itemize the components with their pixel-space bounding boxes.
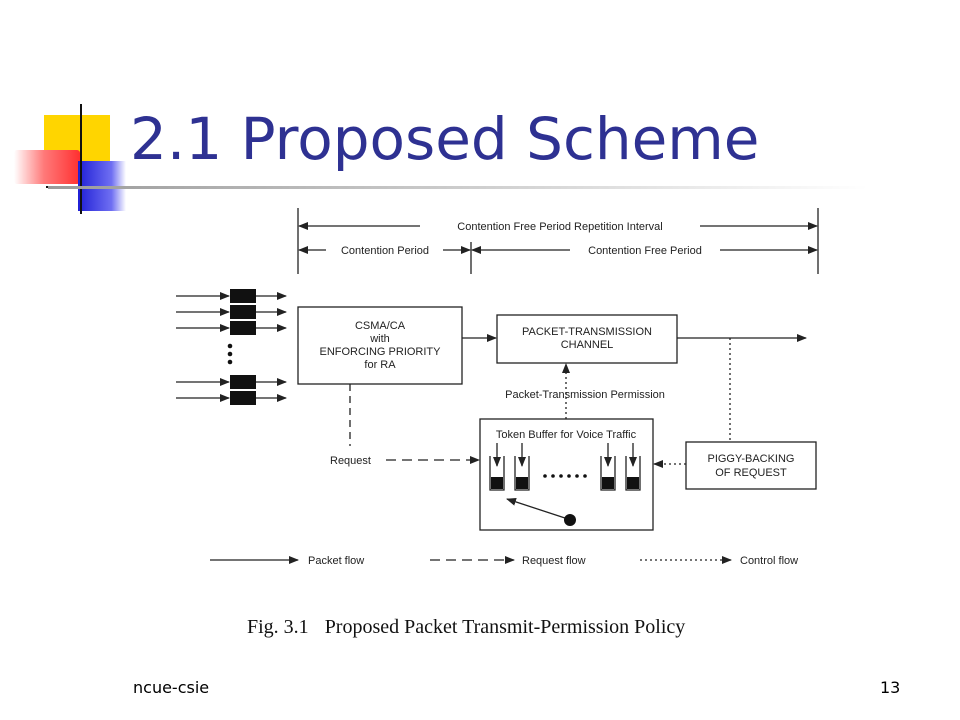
label-request: Request	[330, 455, 371, 467]
legend-control-label: Control flow	[740, 555, 798, 567]
queue-block-5	[230, 391, 256, 405]
queue-dot-3	[227, 359, 233, 365]
selector-pointer	[506, 498, 569, 520]
token-gap-dot-4	[567, 474, 571, 478]
queue-block-1	[230, 289, 256, 303]
queue-block-4	[230, 375, 256, 389]
label-repetition-interval: Contention Free Period Repetition Interv…	[457, 221, 662, 233]
token-slot-1	[489, 456, 505, 491]
token-fill-1	[491, 477, 503, 489]
token-slot-2	[514, 456, 530, 491]
token-gap-dot-3	[559, 474, 563, 478]
piggyback-box	[685, 441, 817, 490]
decor-red-bar	[14, 150, 80, 184]
token-slot-4	[625, 456, 641, 491]
caption-text: Proposed Packet Transmit-Permission Poli…	[324, 616, 686, 638]
legend-packet-label: Packet flow	[308, 555, 364, 567]
channel-text-1: PACKET-TRANSMISSION	[522, 326, 652, 338]
legend-request-label: Request flow	[522, 555, 586, 567]
csma-box	[297, 306, 463, 385]
token-buffer-title: Token Buffer for Voice Traffic	[496, 429, 637, 441]
piggyback-text-1: PIGGY-BACKING	[707, 453, 794, 465]
caption-number: Fig. 3.1	[247, 616, 309, 638]
label-contention-period: Contention Period	[341, 245, 429, 257]
label-contention-free-period: Contention Free Period	[588, 245, 702, 257]
figure-caption: Fig. 3.1 Proposed Packet Transmit-Permiss…	[247, 616, 685, 639]
token-gap-dot-5	[575, 474, 579, 478]
token-gap-dot-2	[551, 474, 555, 478]
label-permission: Packet-Transmission Permission	[505, 389, 665, 401]
queue-dot-2	[227, 351, 233, 357]
csma-text-4: for RA	[364, 359, 396, 371]
piggyback-text-2: OF REQUEST	[715, 467, 787, 479]
token-fill-4	[627, 477, 639, 489]
slide-title: 2.1 Proposed Scheme	[130, 105, 760, 173]
page-number: 13	[880, 678, 901, 697]
decor-vertical-line	[80, 104, 82, 214]
token-fill-2	[516, 477, 528, 489]
token-fill-3	[602, 477, 614, 489]
selector-pivot	[564, 514, 576, 526]
queue-dot-1	[227, 343, 233, 349]
token-slot-3	[600, 456, 616, 491]
csma-text-1: CSMA/CA	[355, 320, 406, 332]
channel-text-2: CHANNEL	[561, 339, 614, 351]
queue-block-3	[230, 321, 256, 335]
queue-block-2	[230, 305, 256, 319]
csma-text-3: ENFORCING PRIORITY	[319, 346, 441, 358]
token-gap-dot-1	[543, 474, 547, 478]
channel-box	[496, 314, 678, 364]
footer-org: ncue-csie	[133, 678, 210, 697]
token-gap-dot-6	[583, 474, 587, 478]
title-underline	[48, 186, 868, 189]
csma-text-2: with	[369, 333, 390, 345]
